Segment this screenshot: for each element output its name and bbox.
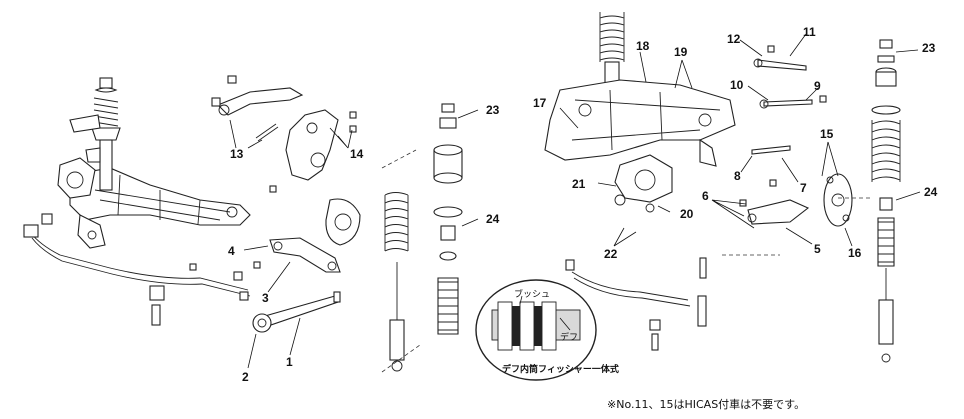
callout-1: 1: [286, 355, 293, 369]
front-strut-assembly: [57, 77, 121, 199]
rear-lower-arm: [739, 179, 810, 225]
callout-15: 15: [820, 127, 834, 141]
callout-4: 4: [228, 244, 235, 258]
front-stabilizer-bar: [23, 213, 251, 326]
center-spring-left: [384, 192, 409, 252]
front-upper-arm: [211, 75, 304, 142]
inset-label-diff: デフ: [560, 333, 579, 343]
inset-label-bush: ブッシュ: [514, 290, 551, 300]
callout-24-right: 24: [924, 185, 938, 199]
center-mount-stack: [433, 103, 463, 335]
front-knuckle: [285, 109, 361, 246]
footnote: ※No.11、15はHICAS付車は不要です。: [607, 398, 806, 411]
callout-14: 14: [350, 147, 364, 161]
callout-5: 5: [814, 242, 821, 256]
callout-19: 19: [674, 45, 688, 59]
callout-3: 3: [262, 291, 269, 305]
rear-upper-links: [751, 45, 827, 155]
rear-stabilizer-bar: [565, 257, 707, 351]
front-subframe: [69, 167, 251, 249]
rear-subframe: [544, 79, 736, 167]
diff-bush-inset: [475, 279, 597, 381]
callout-23-right: 23: [922, 41, 936, 55]
callout-18: 18: [636, 39, 650, 53]
callout-16: 16: [848, 246, 862, 260]
front-tension-rod: [252, 291, 341, 333]
callout-9: 9: [814, 79, 821, 93]
rear-dashed-guides: [722, 197, 870, 256]
callout-8: 8: [734, 169, 741, 183]
leader-lines: [229, 33, 921, 369]
callout-17: 17: [533, 96, 547, 110]
inset-caption: デフ内筒フィッシャー一体式: [502, 365, 619, 375]
callout-10: 10: [730, 78, 744, 92]
center-dashed-guides: [381, 149, 421, 373]
callout-13: 13: [230, 147, 244, 161]
callout-11: 11: [803, 25, 816, 39]
callout-23-center: 23: [486, 103, 500, 117]
rear-hub-knuckle: [823, 173, 853, 227]
callout-6: 6: [702, 189, 709, 203]
front-lower-arm: [269, 237, 341, 273]
front-hardware: [189, 111, 357, 271]
callout-2: 2: [242, 370, 249, 384]
rear-differential: [614, 154, 673, 213]
callout-12: 12: [727, 32, 741, 46]
callout-24-center: 24: [486, 212, 500, 226]
callout-22: 22: [604, 247, 618, 261]
callout-20: 20: [680, 207, 694, 221]
callout-7: 7: [800, 181, 807, 195]
right-mount-stack: [871, 39, 901, 363]
callout-21: 21: [572, 177, 586, 191]
center-damper-left: [389, 262, 405, 372]
